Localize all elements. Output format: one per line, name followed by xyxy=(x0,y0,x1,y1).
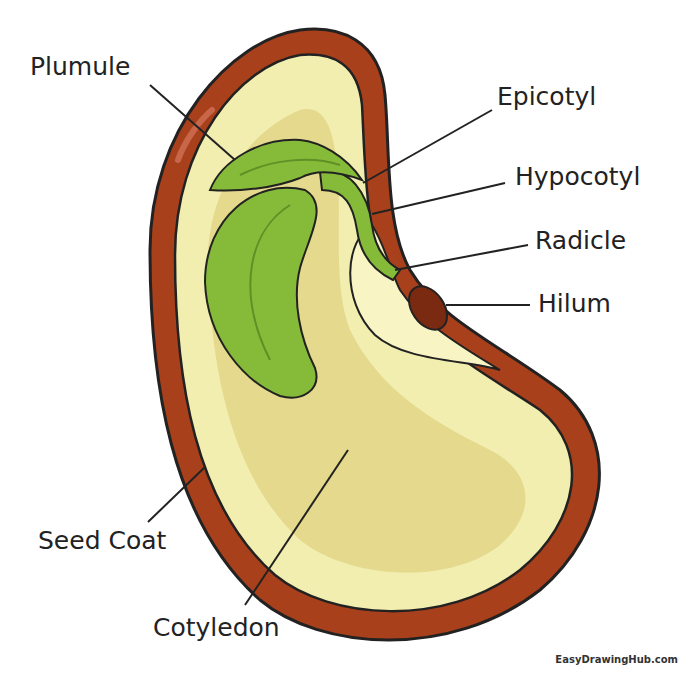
embryo-axis xyxy=(320,171,400,280)
part-label: Cotyledon xyxy=(153,613,280,643)
leader-line xyxy=(395,245,528,270)
part-label: Seed Coat xyxy=(38,526,166,556)
hilum-mark xyxy=(401,279,455,337)
watermark: EasyDrawingHub.com xyxy=(555,654,678,666)
seed-coat xyxy=(150,29,599,640)
leader-line xyxy=(148,467,205,522)
embryo-leaf xyxy=(205,188,317,398)
part-label: Plumule xyxy=(30,52,130,82)
leaf-vein xyxy=(240,160,340,175)
part-label: Radicle xyxy=(535,226,626,256)
part-label: Hilum xyxy=(538,289,611,319)
cotyledon-outline xyxy=(175,55,572,612)
part-label: Hypocotyl xyxy=(515,162,640,192)
leader-line xyxy=(245,450,348,605)
plumule-leaf xyxy=(210,140,362,191)
leader-line xyxy=(363,110,492,183)
leader-line xyxy=(372,183,505,214)
part-label: Epicotyl xyxy=(497,82,596,112)
leader-line xyxy=(446,304,530,306)
leader-line xyxy=(150,85,235,160)
leader-lines xyxy=(148,85,530,605)
leaf-vein xyxy=(250,205,290,360)
